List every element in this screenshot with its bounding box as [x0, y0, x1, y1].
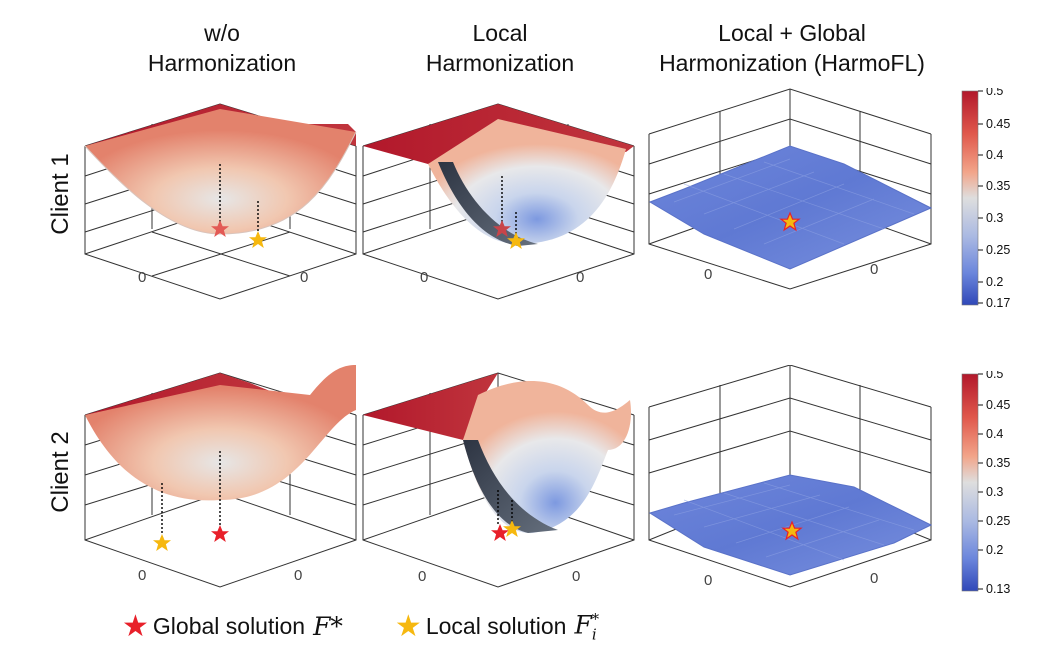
colorbar-tick: 0.4: [986, 427, 1003, 441]
plot-client2-local: 0 0: [362, 372, 635, 588]
global-solution-star: [211, 525, 229, 542]
axis-zero-label: 0: [704, 572, 712, 589]
colorbar-tick: 0.2: [986, 275, 1003, 289]
colorbar-tick: 0.17: [986, 296, 1010, 310]
colorbar-tick: 0.35: [986, 456, 1010, 470]
plot-client2-wo: 0 0: [84, 365, 357, 588]
column-title-line1: Local: [472, 20, 528, 46]
colorbar-tick: 0.45: [986, 117, 1010, 131]
colorbar-tick: 0.5: [986, 88, 1003, 98]
colorbar-tick: 0.5: [986, 371, 1003, 381]
colorbar-tick: 0.25: [986, 514, 1010, 528]
legend-local-math-base: F: [574, 610, 592, 640]
column-title-line1: w/o: [204, 20, 240, 46]
column-title-wo-harmonization: w/o Harmonization: [72, 18, 372, 78]
colorbar-tick: 0.35: [986, 179, 1010, 193]
axis-zero-label: 0: [704, 266, 712, 283]
local-solution-star: [249, 231, 267, 248]
column-title-harmofl: Local + Global Harmonization (HarmoFL): [642, 18, 942, 78]
axis-zero-label: 0: [138, 269, 146, 286]
axis-zero-label: 0: [418, 568, 426, 585]
surface-valley: [85, 365, 356, 501]
axis-zero-label: 0: [294, 567, 302, 584]
column-title-line1: Local + Global: [718, 20, 866, 46]
axis-zero-label: 0: [138, 567, 146, 584]
colorbar-client1: 0.5 0.45 0.4 0.35 0.3 0.25 0.2 0.17: [961, 88, 1010, 310]
column-title-local-harmonization: Local Harmonization: [350, 18, 650, 78]
plot-client2-harmofl: 0 0: [648, 365, 933, 589]
axis-zero-label: 0: [870, 261, 878, 278]
colorbar-client2: 0.5 0.45 0.4 0.35 0.3 0.25 0.2 0.13: [961, 371, 1010, 596]
axis-zero-label: 0: [576, 269, 584, 286]
legend-local-label: Local solution: [425, 613, 567, 640]
colorbar-tick: 0.3: [986, 211, 1003, 225]
local-solution-star: [153, 534, 171, 551]
colorbar-tick: 0.25: [986, 243, 1010, 257]
red-star-icon: ★: [122, 609, 149, 643]
column-title-line2: Harmonization: [147, 50, 297, 76]
surface-deep-valley: [463, 381, 632, 534]
colorbar-tick: 0.13: [986, 582, 1010, 596]
surface-flat-noise: [648, 145, 933, 270]
legend: ★ Global solution F* ★ Local solution Fi…: [122, 610, 651, 643]
legend-global-math: F*: [313, 612, 343, 642]
axis-zero-label: 0: [572, 568, 580, 585]
legend-local-math-sub: i: [591, 625, 597, 644]
plot-client1-wo: 0 0: [84, 103, 357, 300]
column-title-line2: Harmonization (HarmoFL): [659, 50, 925, 76]
legend-local-math: Fi*: [574, 610, 599, 643]
legend-local-math-sup: *: [591, 610, 600, 628]
legend-global-label: Global solution: [152, 613, 306, 640]
column-title-line2: Harmonization: [425, 50, 575, 76]
axis-zero-label: 0: [420, 269, 428, 286]
axis-zero-label: 0: [300, 269, 308, 286]
plot-client1-local: 0 0: [362, 103, 635, 300]
surface-dark-wall: [438, 162, 538, 246]
plot-client1-harmofl: 0 0: [648, 88, 933, 290]
colorbar-tick: 0.4: [986, 148, 1003, 162]
colorbar-tick: 0.2: [986, 543, 1003, 557]
axis-zero-label: 0: [870, 570, 878, 587]
surface-dark-wall: [463, 440, 558, 533]
yellow-star-icon: ★: [394, 609, 422, 643]
colorbar-tick: 0.3: [986, 485, 1003, 499]
legend-item-global: ★ Global solution F*: [122, 609, 343, 643]
row-title-client-1: Client 1: [47, 153, 74, 235]
surface-bowl: [85, 109, 356, 234]
colorbar-tick: 0.45: [986, 398, 1010, 412]
surface-red-plateau: [363, 373, 498, 440]
legend-item-local: ★ Local solution Fi*: [395, 610, 599, 643]
row-title-client-2: Client 2: [47, 431, 74, 513]
